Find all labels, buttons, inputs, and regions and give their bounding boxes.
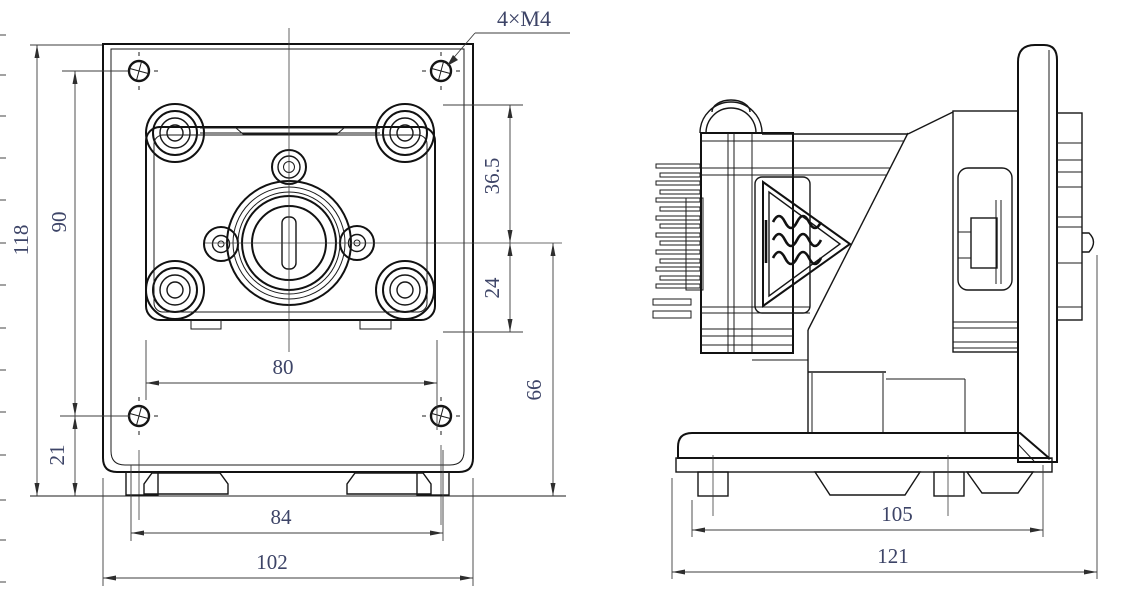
front-view: 118 90 21 36.5 24 66 80 [9, 6, 570, 586]
side-base [675, 432, 1053, 516]
dim-head-top-to-center: 36.5 [480, 158, 504, 195]
dim-feet-span-front: 84 [271, 505, 293, 529]
side-foot-pad-center [813, 471, 922, 496]
roller-top-right [375, 103, 435, 163]
side-view: 105 121 [652, 44, 1098, 579]
dim-overall-width: 102 [256, 550, 288, 574]
side-foot-block-right [933, 471, 965, 497]
roller-bottom-left [145, 260, 205, 320]
head-housing-inner [153, 134, 428, 313]
dim-mount-bottom-offset: 21 [45, 445, 69, 466]
dim-center-to-head-bottom: 24 [480, 277, 504, 299]
dim-center-to-base: 66 [522, 380, 546, 401]
front-base-plate [102, 43, 474, 473]
mounting-screw-bottom-right [422, 397, 460, 435]
scan-artifact-ticks [0, 34, 6, 583]
mounting-screw-top-right [422, 52, 460, 90]
front-centerlines [138, 28, 562, 525]
housing-top-bands [701, 133, 908, 176]
shaft-knob [1082, 232, 1095, 253]
motor-cooling-fins [652, 163, 704, 319]
hot-surface-warning-icon [754, 176, 852, 314]
dim-head-mount-span: 80 [273, 355, 294, 379]
mounting-plate-side [1017, 44, 1058, 463]
front-foot-pad-right [346, 472, 432, 495]
front-foot-block-right [416, 471, 450, 496]
roller-bottom-right [375, 260, 435, 320]
side-dimensions: 105 121 [671, 255, 1098, 579]
head-front-block [1056, 112, 1095, 321]
support-bracket [807, 111, 966, 433]
front-feet [30, 471, 566, 497]
carry-handle [699, 99, 763, 134]
dim-overall-length: 121 [877, 544, 909, 568]
head-top-strip [200, 127, 380, 135]
front-foot-block-left [125, 471, 159, 496]
dim-feet-span-side: 105 [881, 502, 913, 526]
front-dimensions: 118 90 21 36.5 24 66 80 [9, 6, 570, 586]
head-housing-outline [145, 126, 436, 321]
roller-top-left [145, 103, 205, 163]
front-foot-pad-left [143, 472, 229, 495]
pump-head-side [952, 110, 1019, 353]
thread-callout: 4×M4 [447, 6, 570, 66]
thread-callout-label: 4×M4 [497, 6, 551, 31]
dim-mount-span-vertical: 90 [47, 212, 71, 233]
head-tab-left [190, 319, 222, 330]
side-foot-pad-right [965, 471, 1035, 494]
dim-overall-height: 118 [9, 225, 33, 256]
head-tab-right [359, 319, 392, 330]
callout-leader-arrow [447, 55, 458, 66]
heat-waves-glyph [764, 214, 823, 266]
pump-head [145, 103, 436, 330]
